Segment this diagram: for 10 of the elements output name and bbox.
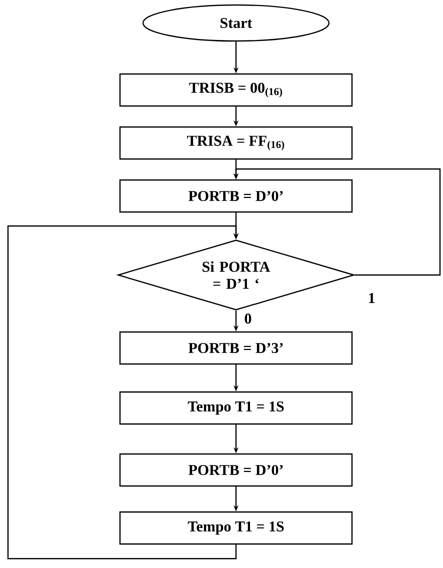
process-box: Tempo T1 = 1S bbox=[119, 511, 353, 545]
process-box: PORTB = D’0’ bbox=[119, 179, 353, 213]
edge-label: 1 bbox=[369, 293, 375, 303]
process-box: Tempo T1 = 1S bbox=[119, 391, 353, 425]
process-box: PORTB = D’3’ bbox=[119, 331, 353, 365]
edge-label: 0 bbox=[244, 314, 252, 324]
arrow bbox=[7, 225, 239, 560]
process-box: TRISA = FF$_{(16)}$ bbox=[119, 126, 353, 160]
process-box: PORTB = D’0’ bbox=[119, 453, 353, 487]
process-box: TRISB = 00$_{(16)}$ bbox=[119, 73, 353, 107]
